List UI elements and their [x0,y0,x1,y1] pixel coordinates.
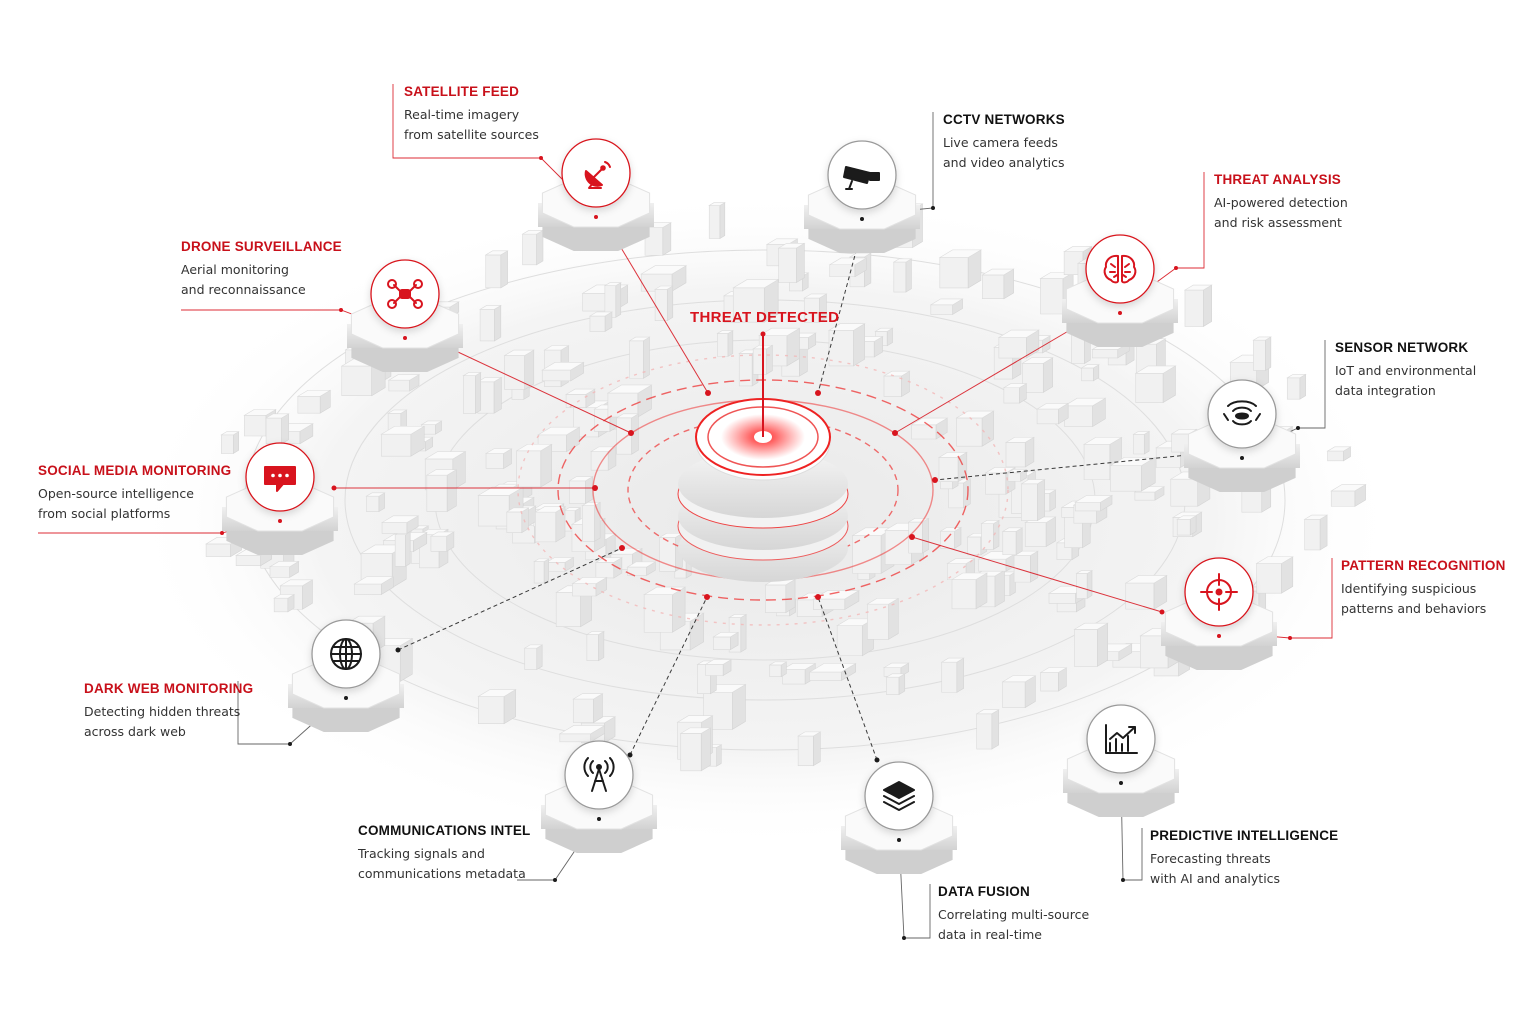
threat-detected-title: THREAT DETECTED [690,309,840,326]
label-predictive: PREDICTIVE INTELLIGENCE Forecasting thre… [1150,828,1338,889]
wireless-sensor-icon [1223,400,1261,426]
label-social: SOCIAL MEDIA MONITORING Open-source inte… [38,463,231,524]
drone-icon [387,279,423,309]
pod-predictive [1063,704,1179,817]
label-desc-line2: with AI and analytics [1150,871,1281,886]
pod-cctv [804,140,920,253]
trend-chart-icon [1105,724,1138,754]
pod-darkweb [288,619,404,732]
layers-icon [883,781,915,811]
label-desc-line2: data in real-time [938,927,1042,942]
label-desc-line2: and reconnaissance [181,282,306,297]
label-threat-analysis: THREAT ANALYSIS AI-powered detection and… [1214,172,1348,233]
label-desc-line2: from social platforms [38,506,171,521]
label-title: SATELLITE FEED [404,84,520,99]
label-title: CCTV NETWORKS [943,112,1065,127]
label-comms: COMMUNICATIONS INTEL Tracking signals an… [358,823,531,884]
label-title: SOCIAL MEDIA MONITORING [38,463,232,478]
label-desc-line1: Tracking signals and [358,846,485,861]
label-desc-line1: Aerial monitoring [181,262,289,277]
label-title: DARK WEB MONITORING [84,681,254,696]
label-desc-line1: AI-powered detection [1214,195,1348,210]
pod-social [222,442,338,555]
satellite-dish-icon [584,161,611,189]
label-satellite: SATELLITE FEED Real-time imagery from sa… [404,84,539,145]
label-title: DATA FUSION [938,884,1030,899]
label-drone: DRONE SURVEILLANCE Aerial monitoring and… [181,239,342,300]
label-desc-line2: and risk assessment [1214,215,1342,230]
label-cctv: CCTV NETWORKS Live camera feeds and vide… [943,112,1065,173]
label-title: PATTERN RECOGNITION [1341,558,1506,573]
label-desc-line1: Correlating multi-source [938,907,1090,922]
label-desc-line2: and video analytics [943,155,1065,170]
label-title: DRONE SURVEILLANCE [181,239,342,254]
pod-threat [1062,234,1178,347]
pod-pattern [1161,557,1277,670]
label-desc-line1: Identifying suspicious [1341,581,1477,596]
label-desc-line1: Detecting hidden threats [84,704,241,719]
label-desc-line1: IoT and environmental [1335,363,1477,378]
security-camera-icon [843,166,880,190]
label-desc-line1: Real-time imagery [404,107,520,122]
label-pattern: PATTERN RECOGNITION Identifying suspicio… [1341,558,1506,619]
label-fusion: DATA FUSION Correlating multi-source dat… [938,884,1089,945]
label-desc-line1: Live camera feeds [943,135,1058,150]
label-desc-line2: across dark web [84,724,186,739]
label-desc-line2: from satellite sources [404,127,539,142]
pod-satellite [538,138,654,251]
label-desc-line2: communications metadata [358,866,526,881]
radio-tower-icon [583,757,615,792]
pod-fusion [841,761,957,874]
brain-icon [1103,254,1137,284]
chat-bubble-icon [264,466,296,492]
label-title: PREDICTIVE INTELLIGENCE [1150,828,1339,843]
label-desc-line1: Forecasting threats [1150,851,1271,866]
crosshair-icon [1200,573,1238,611]
label-desc-line2: data integration [1335,383,1436,398]
label-title: THREAT ANALYSIS [1214,172,1342,187]
pod-drone [347,259,463,372]
label-title: COMMUNICATIONS INTEL [358,823,531,838]
label-desc-line2: patterns and behaviors [1341,601,1487,616]
threat-core [677,331,849,582]
label-sensor: SENSOR NETWORK IoT and environmental dat… [1335,340,1476,401]
label-desc-line1: Open-source intelligence [38,486,194,501]
globe-icon [330,638,362,670]
label-title: SENSOR NETWORK [1335,340,1469,355]
label-darkweb: DARK WEB MONITORING Detecting hidden thr… [84,681,253,742]
pod-sensor [1184,379,1300,492]
pod-comms [541,740,657,853]
